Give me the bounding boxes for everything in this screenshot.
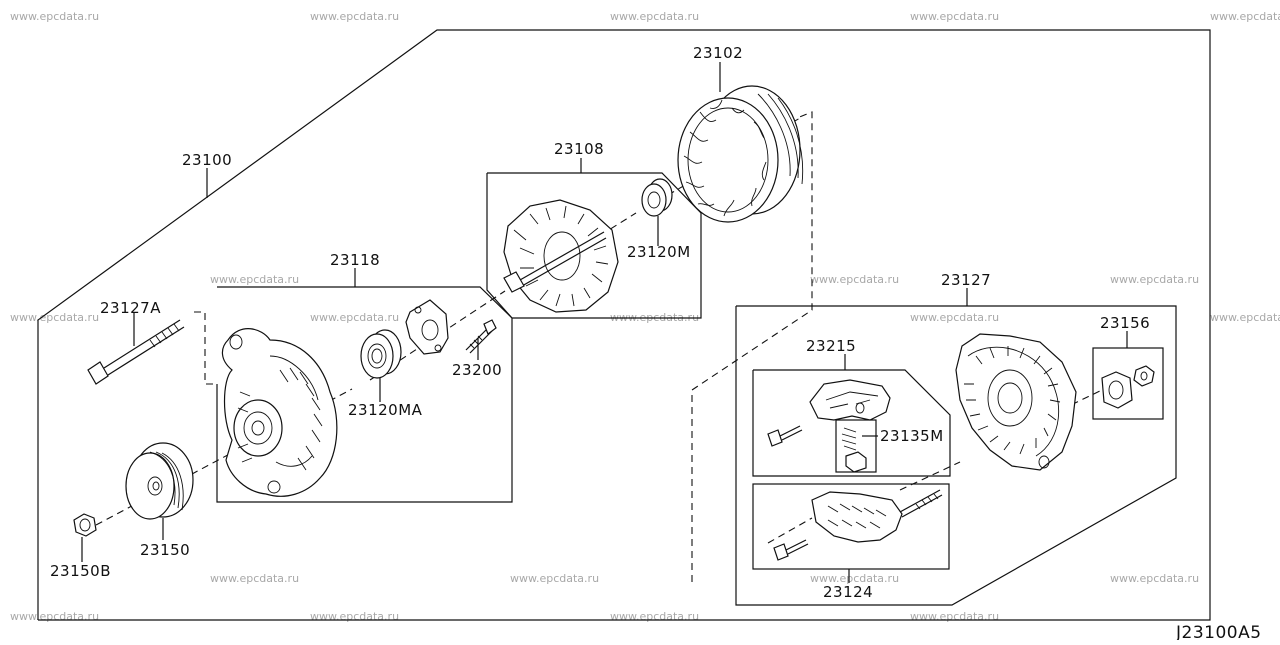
label-23150B[interactable]: 23150B — [50, 562, 111, 580]
part-23150-pulley[interactable] — [125, 442, 194, 520]
label-23108[interactable]: 23108 — [554, 140, 604, 158]
part-23200-screw[interactable] — [465, 319, 497, 354]
watermark: www.epcdata.ru — [910, 311, 999, 324]
part-23118-front-housing[interactable] — [221, 328, 338, 497]
label-23118[interactable]: 23118 — [330, 251, 380, 269]
label-23200[interactable]: 23200 — [452, 361, 502, 379]
watermark: www.epcdata.ru — [1110, 572, 1199, 585]
label-23100[interactable]: 23100 — [182, 151, 232, 169]
part-23135M-brush[interactable] — [841, 427, 867, 473]
watermark: www.epcdata.ru — [1210, 311, 1280, 324]
watermark: www.epcdata.ru — [10, 311, 99, 324]
box-23135M — [835, 419, 877, 473]
dashed-bolt-guide — [194, 311, 217, 385]
watermark: www.epcdata.ru — [1210, 10, 1280, 23]
part-23127-rear-housing[interactable] — [955, 333, 1077, 471]
label-23127A[interactable]: 23127A — [100, 299, 161, 317]
leader-lines — [81, 62, 1128, 583]
watermark: www.epcdata.ru — [910, 10, 999, 23]
diagram-code: J23100A5 — [1175, 623, 1262, 640]
label-23150[interactable]: 23150 — [140, 541, 190, 559]
watermark: www.epcdata.ru — [310, 610, 399, 623]
part-23120M-bearing[interactable] — [641, 178, 673, 217]
box-23215 — [752, 369, 951, 477]
assembly-outline — [37, 29, 1211, 621]
part-23108-rotor[interactable] — [503, 199, 619, 313]
part-23120MA-bearing[interactable] — [360, 329, 402, 379]
watermark: www.epcdata.ru — [810, 273, 899, 286]
label-23127[interactable]: 23127 — [941, 271, 991, 289]
watermark: www.epcdata.ru — [210, 572, 299, 585]
watermark: www.epcdata.ru — [10, 10, 99, 23]
watermark: www.epcdata.ru — [10, 610, 99, 623]
part-labels: 23100 23102 23108 23118 23127A 23120M 23… — [50, 44, 1150, 601]
part-retainer-plate[interactable] — [405, 299, 449, 355]
part-23156-cap[interactable] — [1101, 365, 1155, 409]
watermark: www.epcdata.ru — [510, 572, 599, 585]
part-23150B-nut[interactable] — [73, 513, 97, 537]
label-23215[interactable]: 23215 — [806, 337, 856, 355]
watermark: www.epcdata.ru — [810, 572, 899, 585]
watermark: www.epcdata.ru — [610, 610, 699, 623]
box-23118 — [216, 286, 513, 503]
watermark: www.epcdata.ru — [310, 311, 399, 324]
label-23120M[interactable]: 23120M — [627, 243, 691, 261]
watermark: www.epcdata.ru — [610, 10, 699, 23]
axis-line-rear — [1049, 389, 1103, 416]
watermark: www.epcdata.ru — [1110, 273, 1199, 286]
dashed-rear-outline — [691, 111, 813, 582]
part-23127A-through-bolt[interactable] — [87, 319, 185, 385]
watermark: www.epcdata.ru — [310, 10, 399, 23]
box-23127 — [735, 305, 1177, 606]
label-23124[interactable]: 23124 — [823, 583, 873, 601]
label-23135M[interactable]: 23135M — [880, 427, 944, 445]
label-23120MA[interactable]: 23120MA — [348, 401, 423, 419]
watermark: www.epcdata.ru — [910, 610, 999, 623]
box-23156 — [1092, 347, 1164, 420]
box-23108 — [486, 172, 702, 319]
watermarks: www.epcdata.ru www.epcdata.ru www.epcdat… — [10, 10, 1280, 623]
axis-line-screw — [767, 517, 813, 544]
label-23156[interactable]: 23156 — [1100, 314, 1150, 332]
part-23102-stator[interactable] — [677, 85, 804, 223]
label-23102[interactable]: 23102 — [693, 44, 743, 62]
box-23124 — [752, 483, 950, 570]
part-23124-regulator[interactable] — [773, 489, 943, 561]
watermark: www.epcdata.ru — [210, 273, 299, 286]
part-23215-brush-holder[interactable] — [767, 379, 891, 447]
